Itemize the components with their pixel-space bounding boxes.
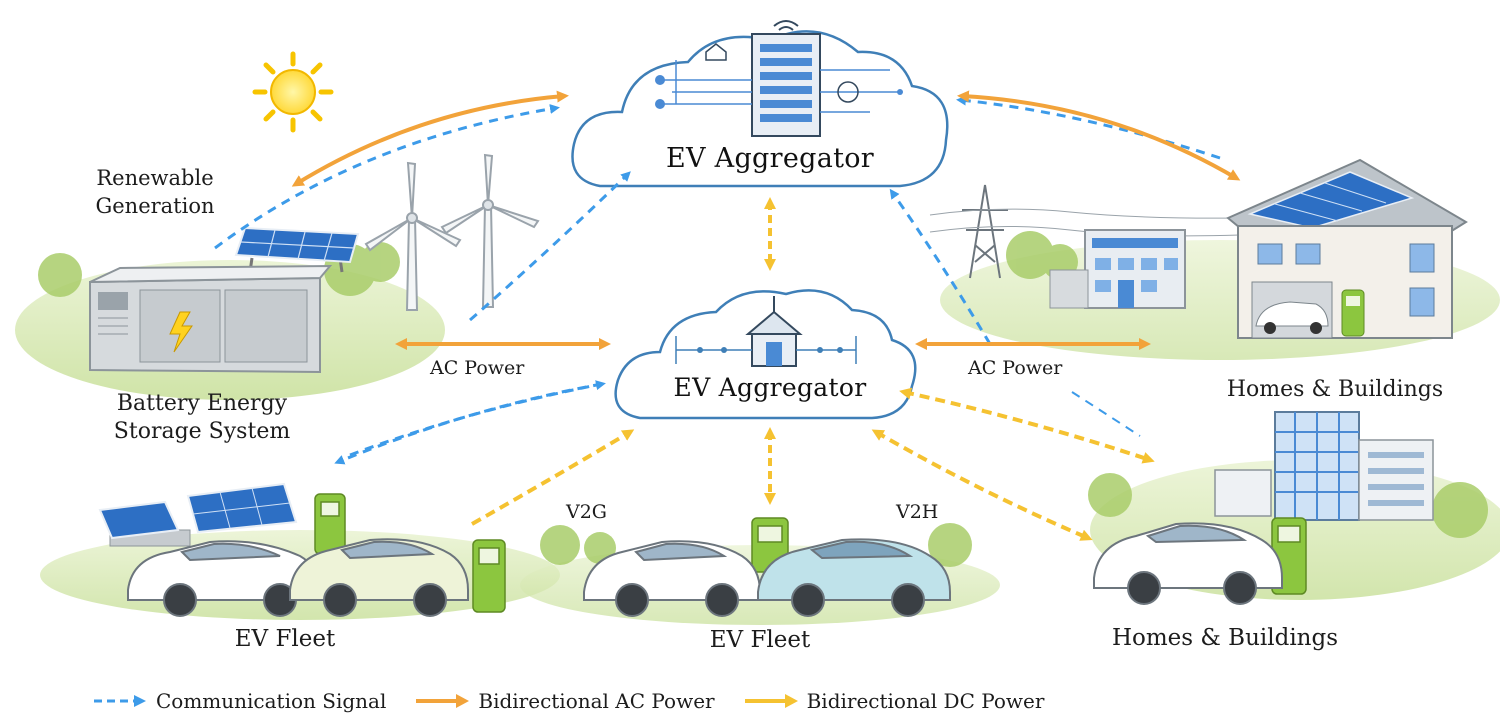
dc-power-arrows — [471, 197, 1155, 541]
orange-arrow-icon — [416, 694, 470, 708]
legend-communication-label: Communication Signal — [156, 689, 387, 713]
dashed-arrow-icon — [94, 695, 146, 707]
house-icon — [1226, 158, 1468, 339]
renewable-generation-label: Renewable Generation — [95, 166, 215, 218]
office-building-icon — [1049, 229, 1186, 309]
tall-buildings-icon — [1214, 411, 1434, 521]
v2g-label: V2G — [566, 501, 607, 523]
v2h-label: V2H — [896, 501, 939, 523]
yellow-arrow-icon — [744, 694, 798, 708]
legend-dc-label: Bidirectional DC Power — [806, 689, 1045, 713]
battery-storage-label: Battery Energy Storage System — [113, 391, 291, 444]
aggregator-mid-title: EV Aggregator — [673, 373, 867, 402]
grid-operator-icon — [675, 296, 857, 367]
solar-panel-icon — [234, 226, 360, 273]
sun-icon — [252, 51, 334, 133]
legend-ac-label: Bidirectional AC Power — [478, 689, 715, 713]
legend: Communication Signal Bidirectional AC Po… — [92, 686, 1072, 716]
car-green-left — [289, 538, 469, 617]
ev-fleet-left-label: EV Fleet — [234, 626, 336, 652]
car-white-mid — [583, 540, 761, 617]
ev-cars-icon — [127, 522, 1283, 617]
car-white-left — [127, 540, 319, 617]
data-center-icon — [655, 20, 903, 137]
ev-fleet-mid-label: EV Fleet — [709, 627, 811, 653]
ac-power-left-label: AC Power — [430, 357, 525, 379]
legend-communication-signal: Communication Signal — [92, 689, 386, 713]
aggregator-top-title: EV Aggregator — [665, 143, 875, 174]
ac-power-right-label: AC Power — [968, 357, 1063, 379]
homes-buildings-bottom-label: Homes & Buildings — [1111, 625, 1339, 651]
ac-power-arrows — [291, 90, 1241, 350]
car-white-right — [1093, 522, 1283, 605]
homes-buildings-top-label: Homes & Buildings — [1226, 377, 1444, 402]
car-blue-mid — [757, 538, 951, 617]
solar-array-icon — [98, 482, 298, 547]
battery-storage-icon — [89, 264, 333, 374]
legend-ac-power: Bidirectional AC Power — [414, 689, 715, 713]
ev-charger-icon — [314, 493, 1307, 613]
legend-dc-power: Bidirectional DC Power — [743, 689, 1045, 713]
